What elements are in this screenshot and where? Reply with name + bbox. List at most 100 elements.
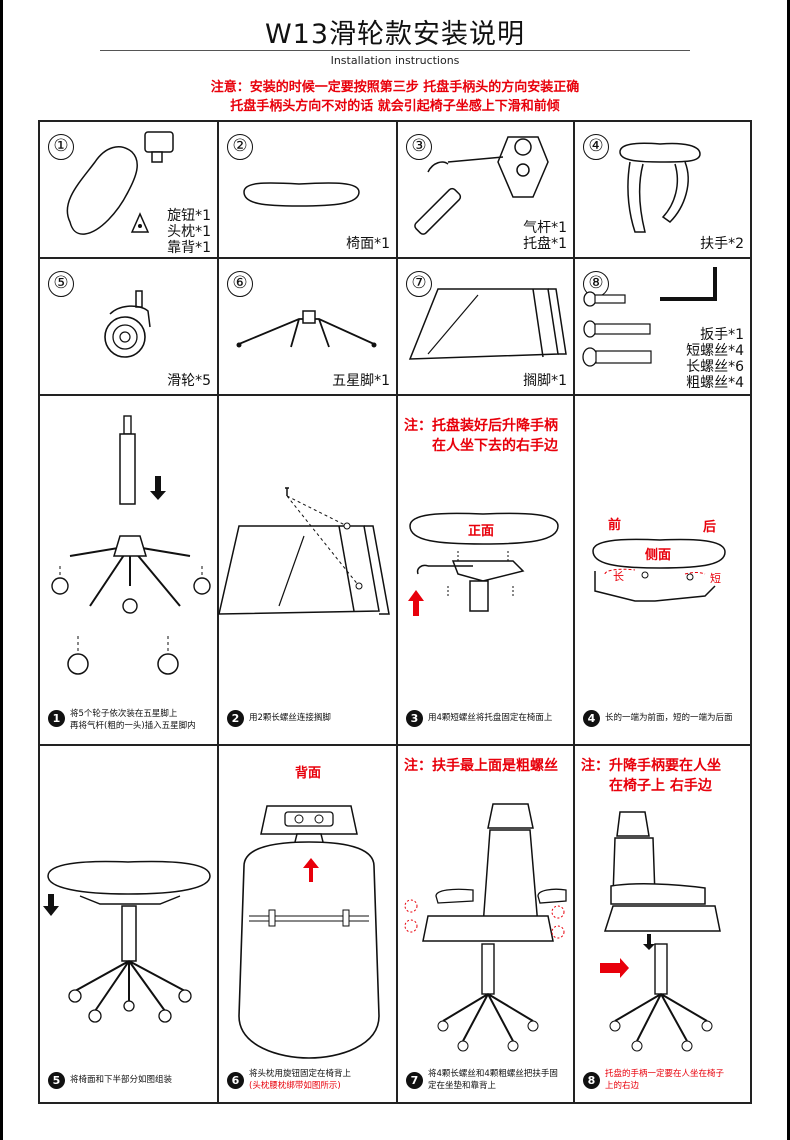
instruction-grid: ① 旋钮*1 头枕*1 靠背*1 ② 椅面*1	[38, 120, 752, 1104]
step-cell-4: 前 后 侧面 长 短 4 长的一端为前面，短的一端为后面	[575, 396, 750, 744]
note-line: 注：扶手最上面是粗螺丝	[404, 758, 558, 774]
step-text-line: 将4颗长螺丝和4颗粗螺丝把扶手固	[428, 1069, 558, 1079]
five-star-base-icon	[236, 310, 377, 348]
notice-line-1: 注意：安装的时候一定要按照第三步 托盘手柄头的方向安装正确	[210, 80, 580, 95]
grid-divider	[396, 122, 398, 1102]
step-description: 长的一端为前面，短的一端为后面	[605, 712, 733, 724]
part-item: 托盘*1	[523, 236, 567, 252]
step-description: 托盘的手柄一定要在人坐在椅子 上的右边	[605, 1068, 724, 1092]
part-number: ①	[48, 134, 74, 160]
step-text-line: 用2颗长螺丝连接搁脚	[249, 713, 331, 723]
grid-divider	[40, 744, 750, 746]
screws-wrench-icon	[582, 267, 717, 367]
part-item: 头枕*1	[167, 224, 211, 240]
page-title: W13滑轮款安装说明	[264, 19, 526, 50]
part-cell-1: ① 旋钮*1 头枕*1 靠背*1	[40, 122, 217, 257]
note-line: 注：升降手柄要在人坐	[581, 758, 721, 774]
step-cell-6: 背面 6 将头枕用旋钮固定在椅背上 (头枕腰枕绑带如图所示)	[219, 746, 396, 1102]
step-text-line: (头枕腰枕绑带如图所示)	[249, 1081, 341, 1091]
step-cell-3: 注：托盘装好后升降手柄 在人坐下去的右手边 正面 3 用4颗短螺丝将托盘固定在椅…	[398, 396, 573, 744]
step-note: 注：托盘装好后升降手柄 在人坐下去的右手边	[404, 416, 558, 456]
step-text-line: 将5个轮子依次装在五星脚上	[70, 709, 178, 719]
part-number: ⑤	[48, 271, 74, 297]
left-edge-bar	[0, 0, 3, 1140]
part-item: 气杆*1	[523, 220, 567, 236]
part-cell-5: ⑤ 滑轮*5	[40, 259, 217, 394]
headrest-assembly-illustration	[238, 805, 380, 1059]
step-text-line: 上的右边	[605, 1081, 640, 1091]
front-label: 前	[608, 518, 622, 533]
part-item: 靠背*1	[167, 240, 211, 256]
step-text-line: 用4颗短螺丝将托盘固定在椅面上	[428, 713, 553, 723]
side-label: 侧面	[645, 548, 672, 563]
part-list-2: 椅面*1	[346, 236, 390, 252]
part-item: 五星脚*1	[332, 373, 390, 389]
part-item: 扶手*2	[700, 236, 744, 252]
page-subtitle: Installation instructions	[330, 54, 460, 67]
part-list-1: 旋钮*1 头枕*1 靠背*1	[167, 208, 211, 256]
title-divider	[100, 50, 690, 51]
step-cell-1: 1 将5个轮子依次装在五星脚上 再将气杆(粗的一头)插入五星脚内	[40, 396, 217, 744]
step-text-line: 将椅面和下半部分如图组装	[70, 1075, 173, 1085]
part-number: ⑥	[227, 271, 253, 297]
step-text-line: 将头枕用旋钮固定在椅背上	[249, 1069, 352, 1079]
base-assembly-illustration	[51, 415, 211, 675]
step-badge: 3	[406, 710, 423, 727]
part-cell-4: ④ 扶手*2	[575, 122, 750, 257]
grid-divider	[40, 257, 750, 259]
short-label: 短	[710, 572, 721, 585]
step-cell-7: 注：扶手最上面是粗螺丝 7 将4颗长螺丝和4颗	[398, 746, 573, 1102]
tray-assembly-illustration	[408, 512, 559, 616]
part-item: 椅面*1	[346, 236, 390, 252]
step-text-line: 定在坐垫和靠背上	[428, 1081, 497, 1091]
armrest-assembly-illustration	[404, 803, 567, 1052]
step-badge: 4	[583, 710, 600, 727]
note-line: 在椅子上 右手边	[609, 778, 712, 794]
part-list-3: 气杆*1 托盘*1	[523, 220, 567, 252]
part-cell-2: ② 椅面*1	[219, 122, 396, 257]
part-list-4: 扶手*2	[700, 236, 744, 252]
armrest-icon	[619, 142, 701, 233]
step-badge: 8	[583, 1072, 600, 1089]
footrest-icon	[408, 288, 567, 360]
part-list-7: 搁脚*1	[523, 373, 567, 389]
part-cell-7: ⑦ 搁脚*1	[398, 259, 573, 394]
part-cell-3: ③ 气杆*1 托盘*1	[398, 122, 573, 257]
step-description: 将5个轮子依次装在五星脚上 再将气杆(粗的一头)插入五星脚内	[70, 708, 196, 732]
grid-divider	[573, 122, 575, 1102]
part-item: 粗螺丝*4	[686, 375, 744, 391]
step-note: 注：升降手柄要在人坐 在椅子上 右手边	[581, 756, 721, 796]
back-view-label: 背面	[295, 766, 322, 781]
part-number: ④	[583, 134, 609, 160]
seat-base-assembly-illustration	[43, 860, 211, 1023]
step-badge: 1	[48, 710, 65, 727]
part-list-8: 扳手*1 短螺丝*4 长螺丝*6 粗螺丝*4	[686, 327, 744, 391]
back-label: 后	[703, 520, 717, 535]
part-item: 短螺丝*4	[686, 343, 744, 359]
step-description: 将椅面和下半部分如图组装	[70, 1074, 172, 1086]
step-badge: 2	[227, 710, 244, 727]
part-number: ⑦	[406, 271, 432, 297]
front-label: 正面	[468, 524, 495, 539]
step-cell-8: 注：升降手柄要在人坐 在椅子上 右手边 8 托盘的手柄一定要在人坐在椅子	[575, 746, 750, 1102]
part-list-6: 五星脚*1	[332, 373, 390, 389]
backrest-headrest-icon	[66, 131, 174, 235]
step-cell-5: 5 将椅面和下半部分如图组装	[40, 746, 217, 1102]
part-number: ③	[406, 134, 432, 160]
step-badge: 7	[406, 1072, 423, 1089]
part-item: 旋钮*1	[167, 208, 211, 224]
long-label: 长	[613, 570, 624, 583]
part-cell-6: ⑥ 五星脚*1	[219, 259, 396, 394]
note-line: 注：托盘装好后升降手柄	[404, 418, 558, 434]
step-description: 将4颗长螺丝和4颗粗螺丝把扶手固 定在坐垫和靠背上	[428, 1068, 558, 1092]
step-badge: 5	[48, 1072, 65, 1089]
notice-line-2: 托盘手柄头方向不对的话 就会引起椅子坐感上下滑和前倾	[230, 99, 560, 114]
step-note: 注：扶手最上面是粗螺丝	[404, 756, 558, 776]
step-badge: 6	[227, 1072, 244, 1089]
note-line: 在人坐下去的右手边	[432, 438, 558, 454]
step-description: 将头枕用旋钮固定在椅背上 (头枕腰枕绑带如图所示)	[249, 1068, 351, 1092]
right-edge-bar	[787, 0, 790, 1140]
caster-wheel-icon	[104, 290, 151, 358]
step-cell-2: 2 用2颗长螺丝连接搁脚	[218, 396, 396, 744]
